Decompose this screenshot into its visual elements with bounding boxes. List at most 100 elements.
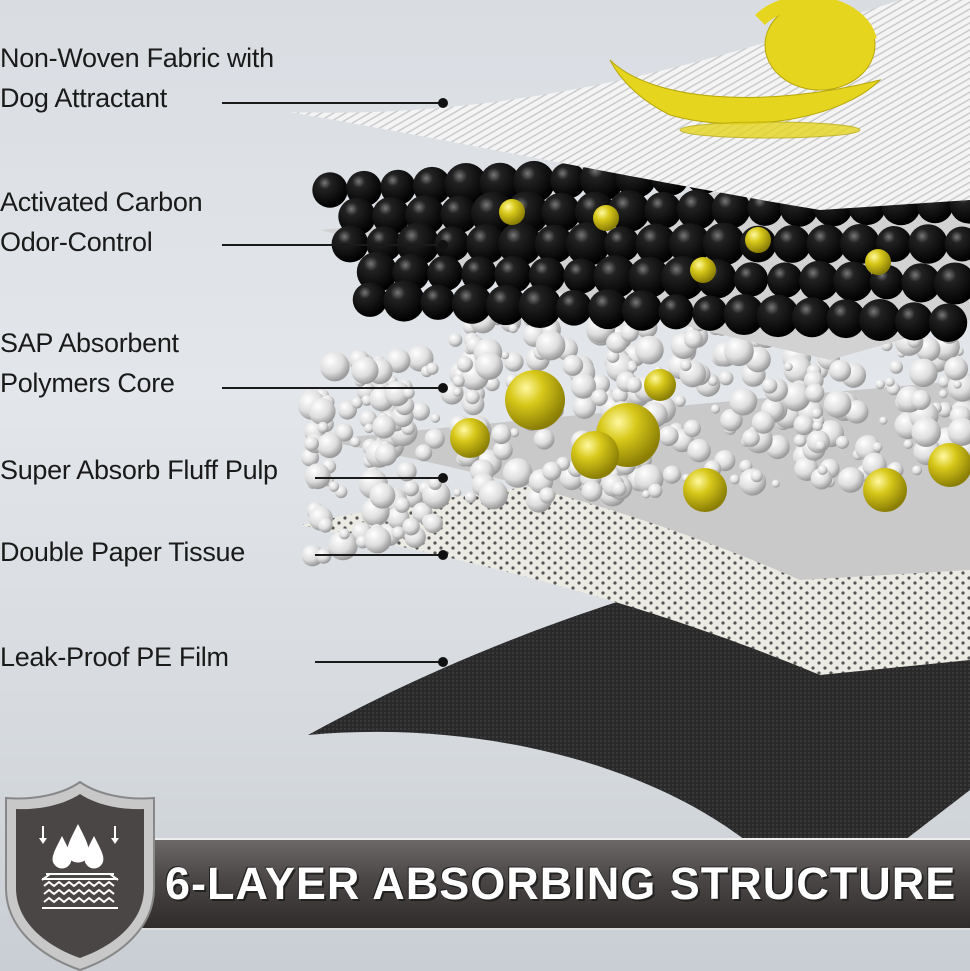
sap-white-ball — [372, 414, 396, 439]
sap-yellow-ball — [683, 468, 727, 512]
sap-white-ball — [837, 467, 864, 493]
label-line: Double Paper Tissue — [0, 537, 245, 567]
sap-white-ball — [710, 404, 720, 414]
sap-white-ball — [829, 359, 852, 382]
carbon-ball — [549, 162, 587, 199]
sap-white-ball — [304, 436, 319, 452]
sap-white-ball — [504, 352, 524, 372]
waterproof-shield-icon — [5, 780, 155, 971]
sap-white-ball — [539, 487, 556, 504]
leader-dot — [438, 657, 448, 667]
sap-white-ball — [411, 402, 430, 421]
leader-dot — [438, 550, 448, 560]
carbon-ball — [587, 289, 629, 330]
sap-yellow-ball — [644, 369, 676, 401]
carbon-ball — [901, 263, 941, 303]
sap-yellow-ball — [928, 443, 970, 487]
sap-white-ball — [317, 421, 329, 434]
sap-white-ball — [835, 435, 849, 449]
sap-white-ball — [648, 483, 663, 498]
sap-yellow-ball — [863, 468, 907, 512]
sap-white-ball — [570, 373, 597, 399]
sap-white-ball — [374, 443, 398, 466]
carbon-ball — [658, 294, 694, 330]
layer-label-sap-core: SAP Absorbent Polymers Core — [0, 323, 179, 403]
sap-white-ball — [316, 548, 332, 564]
sap-white-ball — [402, 386, 415, 399]
sap-white-ball — [879, 416, 888, 425]
leader-line — [315, 477, 442, 479]
sap-white-ball — [810, 467, 833, 490]
carbon-ball — [372, 196, 410, 235]
sap-white-ball — [364, 423, 374, 434]
carbon-ball — [494, 256, 532, 294]
sap-white-ball — [944, 356, 969, 381]
sap-white-ball — [889, 360, 904, 374]
sap-white-ball — [335, 423, 354, 442]
sap-white-ball — [508, 323, 519, 334]
sap-white-ball — [591, 389, 608, 406]
leader-dot — [438, 383, 448, 393]
sap-white-ball — [491, 424, 512, 445]
sap-white-ball — [423, 513, 443, 534]
sap-white-ball — [662, 465, 682, 484]
sap-yellow-ball — [505, 370, 565, 430]
carbon-ball — [702, 222, 746, 266]
carbon-ball — [528, 257, 566, 294]
leader-line — [315, 554, 442, 556]
sap-white-ball — [606, 349, 620, 363]
sap-white-ball — [363, 526, 392, 554]
sap-white-ball — [535, 330, 566, 361]
leader-line — [315, 661, 442, 663]
sap-white-ball — [394, 497, 411, 513]
sap-white-ball — [683, 419, 701, 438]
sap-white-ball — [817, 465, 828, 475]
sap-white-ball — [805, 383, 825, 403]
carbon-ball — [420, 284, 456, 320]
carbon-ball — [444, 163, 488, 207]
sap-white-ball — [369, 482, 396, 509]
carbon-ball — [723, 294, 765, 336]
sap-white-ball — [938, 389, 948, 399]
layer-label-paper-tissue: Double Paper Tissue — [0, 532, 245, 572]
carbon-ball — [894, 302, 934, 341]
carbon-ball — [485, 284, 527, 326]
sap-white-ball — [320, 351, 350, 382]
sap-white-ball — [328, 481, 340, 492]
sap-white-ball — [823, 390, 852, 418]
sap-white-ball — [465, 389, 480, 405]
leader-dot — [438, 240, 448, 250]
carbon-yellow-ball — [499, 199, 525, 225]
carbon-ball — [383, 280, 425, 322]
carbon-ball — [928, 303, 968, 342]
sap-white-ball — [911, 465, 922, 476]
sap-white-ball — [885, 377, 895, 387]
carbon-ball — [608, 190, 650, 232]
sap-white-ball — [812, 420, 823, 432]
sap-white-ball — [751, 410, 775, 434]
carbon-ball — [669, 223, 711, 265]
sap-white-ball — [502, 458, 533, 488]
label-line: Super Absorb Fluff Pulp — [0, 455, 278, 485]
layer-label-non-woven-fabric: Non-Woven Fabric with Dog Attractant — [0, 38, 274, 118]
sap-white-ball — [509, 428, 520, 438]
sap-white-ball — [453, 488, 462, 497]
carbon-ball — [331, 225, 369, 263]
sap-white-ball — [396, 461, 417, 482]
carbon-ball — [604, 226, 640, 262]
sap-white-ball — [500, 351, 510, 360]
carbon-ball — [933, 262, 970, 305]
carbon-ball — [806, 224, 846, 264]
carbon-ball — [792, 297, 832, 338]
layer-label-fluff-pulp: Super Absorb Fluff Pulp — [0, 450, 278, 490]
carbon-ball — [859, 299, 901, 341]
label-line: SAP Absorbent — [0, 328, 179, 358]
carbon-ball — [352, 282, 388, 317]
sap-white-ball — [781, 382, 811, 412]
sap-white-ball — [729, 388, 757, 416]
sap-white-ball — [452, 374, 465, 388]
carbon-ball — [733, 262, 769, 297]
carbon-ball — [440, 195, 478, 234]
carbon-ball — [692, 295, 728, 331]
